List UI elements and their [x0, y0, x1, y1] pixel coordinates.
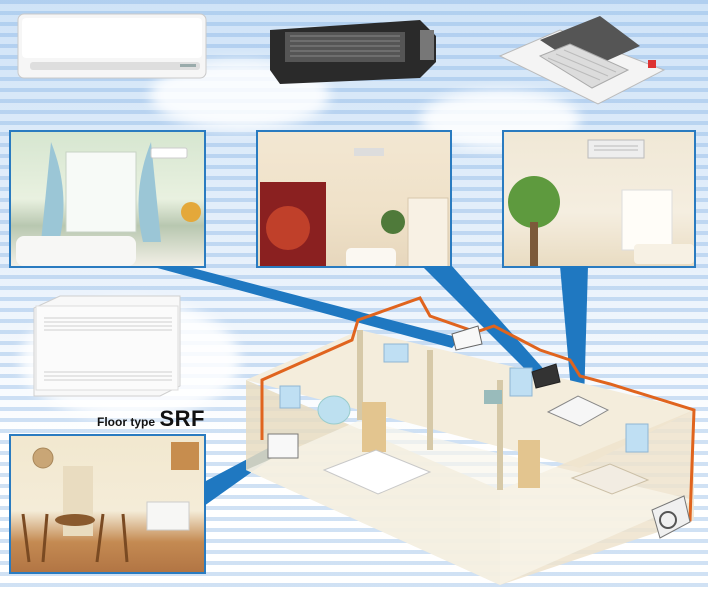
- beam-living-to-wall-unit: [150, 266, 460, 348]
- ducted-unit-icon: [270, 20, 436, 84]
- ceiling-cassette-unit-icon: [498, 16, 666, 105]
- dining-room-photo: [502, 130, 696, 268]
- floor-unit-in-house-icon: [267, 433, 299, 459]
- outdoor-unit-icon: [651, 495, 691, 539]
- beam-dining-to-cassette: [560, 266, 588, 402]
- kitchen-room-photo: [256, 130, 452, 268]
- duct-unit-in-house-icon: [531, 363, 561, 389]
- floor-type-label: Floor type SRF: [97, 406, 205, 432]
- house-illustration: [246, 296, 696, 585]
- wall-unit-in-house-icon: [451, 325, 483, 351]
- beam-kitchen-to-duct-unit: [422, 266, 548, 380]
- cassette-in-house-icon: [546, 395, 610, 427]
- hallway-room-photo: [9, 434, 206, 574]
- refrigerant-piping: [260, 296, 696, 522]
- living-room-photo: [9, 130, 206, 268]
- floor-standing-unit-icon: [33, 295, 181, 397]
- floor-type-model: SRF: [159, 406, 205, 431]
- floor-type-text: Floor type: [97, 415, 156, 429]
